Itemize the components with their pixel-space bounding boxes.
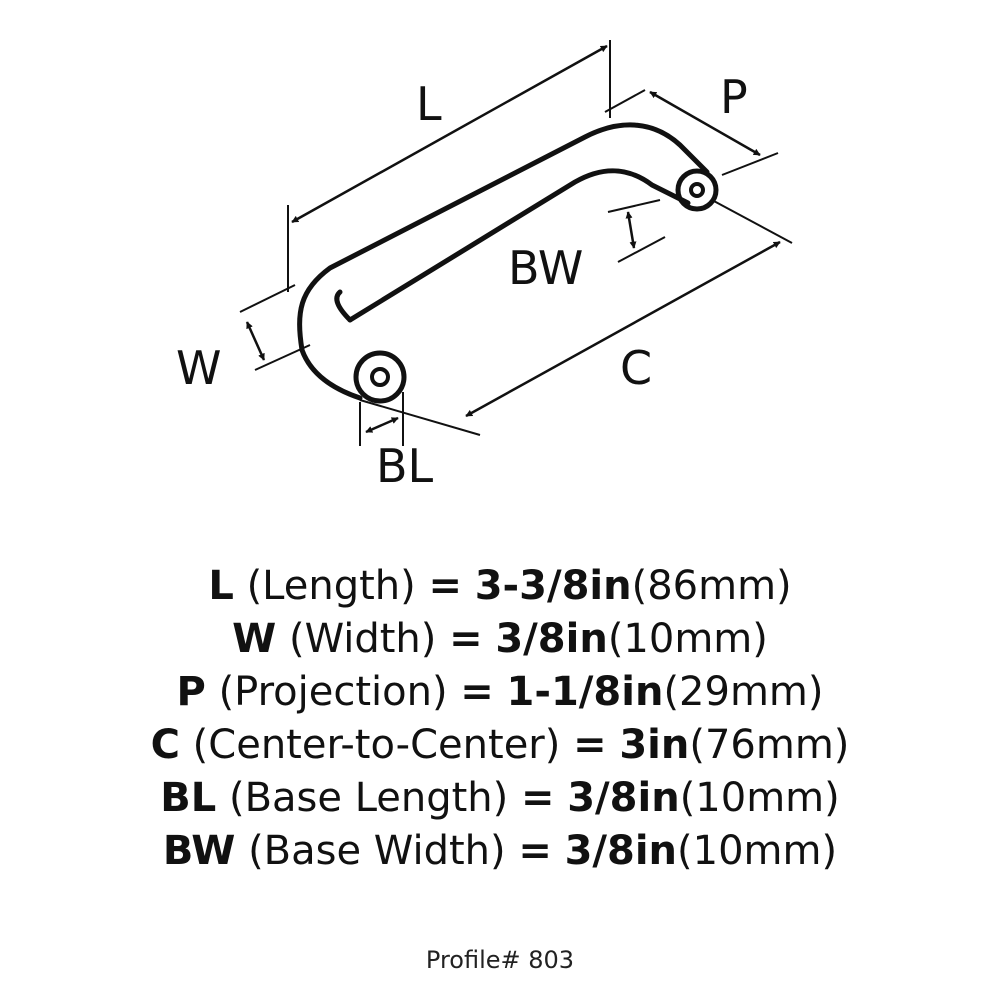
length-arrow — [291, 44, 608, 224]
spec-name: (Center-to-Center) — [192, 722, 561, 768]
spec-code: L — [208, 563, 234, 609]
spec-equals: = — [520, 775, 555, 821]
specification-list: L (Length) = 3-3/8in(86mm) W (Width) = 3… — [0, 560, 1000, 878]
spec-equals: = — [460, 669, 494, 715]
label-c: C — [620, 341, 652, 395]
dimension-arrows — [245, 44, 781, 434]
spec-row-base-width: BW (Base Width) = 3/8in(10mm) — [0, 825, 1000, 878]
spec-metric: (29mm) — [663, 669, 824, 715]
label-w: W — [176, 341, 221, 395]
spec-metric: (10mm) — [607, 616, 768, 662]
base-length-arrow — [365, 416, 399, 434]
spec-row-center-to-center: C (Center-to-Center) = 3in(76mm) — [0, 719, 1000, 772]
spec-name: (Base Width) — [248, 828, 506, 874]
spec-value: 3/8in — [567, 775, 680, 821]
spec-metric: (10mm) — [679, 775, 840, 821]
spec-code: BL — [160, 775, 217, 821]
spec-code: P — [176, 669, 206, 715]
center-to-center-arrow — [465, 240, 781, 418]
base-width-arrow — [625, 211, 637, 249]
label-l: L — [416, 77, 442, 131]
spec-name: (Width) — [288, 616, 437, 662]
spec-equals: = — [518, 828, 552, 874]
spec-name: (Length) — [246, 563, 416, 609]
spec-row-length: L (Length) = 3-3/8in(86mm) — [0, 560, 1000, 613]
spec-metric: (76mm) — [689, 722, 850, 768]
spec-equals: = — [449, 616, 483, 662]
spec-equals: = — [573, 722, 607, 768]
spec-value: 3/8in — [495, 616, 608, 662]
spec-code: BW — [162, 828, 236, 874]
spec-equals: = — [428, 563, 462, 609]
spec-row-projection: P (Projection) = 1-1/8in(29mm) — [0, 666, 1000, 719]
spec-code: C — [150, 722, 180, 768]
spec-metric: (10mm) — [677, 828, 838, 874]
spec-value: 3-3/8in — [474, 563, 632, 609]
spec-metric: (86mm) — [631, 563, 792, 609]
handle-dimension-diagram: L P BW W C BL — [176, 40, 793, 493]
label-bw: BW — [508, 241, 583, 295]
spec-row-base-length: BL (Base Length) = 3/8in(10mm) — [0, 772, 1000, 825]
spec-name: (Projection) — [218, 669, 448, 715]
spec-value: 3/8in — [564, 828, 678, 874]
spec-code: W — [232, 616, 277, 662]
spec-name: (Base Length) — [228, 775, 509, 821]
label-p: P — [720, 70, 748, 124]
extension-lines — [239, 40, 793, 446]
spec-value: 3in — [619, 722, 690, 768]
label-bl: BL — [376, 439, 434, 493]
spec-value: 1-1/8in — [506, 669, 664, 715]
projection-arrow — [649, 90, 761, 157]
width-arrow — [245, 321, 266, 361]
spec-row-width: W (Width) = 3/8in(10mm) — [0, 613, 1000, 666]
profile-number: Profile# 803 — [425, 946, 575, 974]
